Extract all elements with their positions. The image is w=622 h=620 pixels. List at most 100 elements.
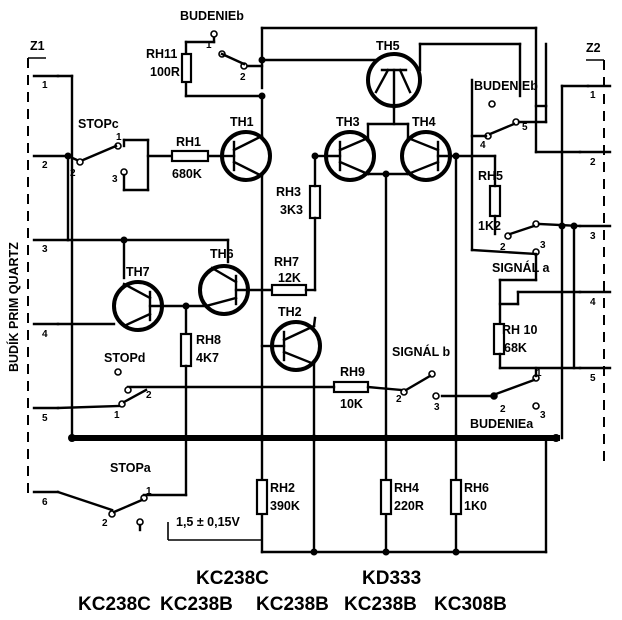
svg-text:1: 1 xyxy=(206,40,212,51)
switch-stop-d-label: STOPd xyxy=(104,351,145,365)
rh8-value: 4K7 xyxy=(196,351,219,365)
th2-label: TH2 xyxy=(278,305,302,319)
resistor-rh9: RH9 10K xyxy=(332,365,370,411)
svg-text:2: 2 xyxy=(146,390,152,401)
rh10-value: 68K xyxy=(504,341,527,355)
right-pin-4: 4 xyxy=(590,297,596,308)
switch-budenie-b-right: BUDENIEb 4 5 xyxy=(474,79,538,151)
svg-text:3: 3 xyxy=(540,240,546,251)
rh5-name: RH5 xyxy=(478,169,503,183)
resistor-rh10: RH 10 68K xyxy=(492,322,537,356)
svg-text:1: 1 xyxy=(536,368,542,379)
svg-text:3: 3 xyxy=(112,174,118,185)
resistor-rh7: RH7 12K xyxy=(270,255,308,297)
parts-line2-item3: KC238B xyxy=(256,594,329,615)
right-pin-5: 5 xyxy=(590,373,596,384)
svg-text:2: 2 xyxy=(500,404,506,415)
connector-z2: Z2 xyxy=(586,41,605,462)
th7-label: TH7 xyxy=(126,265,150,279)
supply-voltage: 1,5 ± 0,15V xyxy=(167,515,262,541)
left-pins: 1 2 3 4 5 6 xyxy=(32,74,70,508)
rh3-value: 3K3 xyxy=(280,203,303,217)
switch-signal-b: SIGNÁL b 2 3 xyxy=(392,344,450,413)
rh1-name: RH1 xyxy=(176,135,201,149)
rh10-name: RH 10 xyxy=(502,323,537,337)
resistor-rh5: RH5 1K2 xyxy=(478,169,503,233)
right-pin-1: 1 xyxy=(590,90,596,101)
transistor-th5: TH5 xyxy=(366,39,422,110)
th4-label: TH4 xyxy=(412,115,436,129)
rh2-value: 390K xyxy=(270,499,300,513)
switch-budenie-b-right-label: BUDENIEb xyxy=(474,79,538,93)
parts-line2-item2: KC238B xyxy=(160,594,233,615)
connector-z2-label: Z2 xyxy=(586,41,601,55)
svg-text:3: 3 xyxy=(540,410,546,421)
switch-signal-b-label: SIGNÁL b xyxy=(392,344,450,359)
left-pin-5: 5 xyxy=(42,413,48,424)
connector-z1-label: Z1 xyxy=(30,39,45,53)
left-pin-4: 4 xyxy=(42,329,48,340)
right-pin-3: 3 xyxy=(590,231,596,242)
svg-text:2: 2 xyxy=(70,168,76,179)
resistor-rh6: RH6 1K0 xyxy=(449,478,489,516)
right-pins: 1 2 3 4 5 xyxy=(578,84,612,384)
svg-text:2: 2 xyxy=(102,518,108,529)
switch-stop-a-label: STOPa xyxy=(110,461,152,475)
resistor-rh3: RH3 3K3 xyxy=(276,184,322,220)
rh11-name: RH11 xyxy=(146,47,177,61)
parts-line2-item5: KC308B xyxy=(434,594,507,615)
connector-z1: Z1 xyxy=(27,39,46,500)
left-pin-6: 6 xyxy=(42,497,48,508)
svg-text:4: 4 xyxy=(480,140,486,151)
rh4-value: 220R xyxy=(394,499,424,513)
rh6-name: RH6 xyxy=(464,481,489,495)
svg-text:1: 1 xyxy=(114,410,120,421)
switch-stop-c: STOPc 2 1 3 xyxy=(70,117,128,185)
parts-line2-item1: KC238C xyxy=(78,594,151,615)
rh9-value: 10K xyxy=(340,397,363,411)
th3-label: TH3 xyxy=(336,115,360,129)
th6-label: TH6 xyxy=(210,247,234,261)
th5-label: TH5 xyxy=(376,39,400,53)
svg-text:2: 2 xyxy=(500,242,506,253)
switch-signal-a-label: SIGNÁL a xyxy=(492,260,550,275)
resistor-rh11: RH11 100R xyxy=(146,47,193,84)
rh9-name: RH9 xyxy=(340,365,365,379)
resistor-rh4: RH4 220R xyxy=(379,478,424,516)
rh6-value: 1K0 xyxy=(464,499,487,513)
switch-budenie-a-label: BUDENIEa xyxy=(470,417,534,431)
parts-line2-item4: KC238B xyxy=(344,594,417,615)
svg-text:1: 1 xyxy=(116,132,122,143)
rh5-value: 1K2 xyxy=(478,219,501,233)
svg-text:5: 5 xyxy=(522,122,528,133)
switch-stop-c-label: STOPc xyxy=(78,117,119,131)
resistor-rh8: RH8 4K7 xyxy=(179,332,221,368)
rh2-name: RH2 xyxy=(270,481,295,495)
resistor-rh1: RH1 680K xyxy=(170,135,210,181)
parts-list: KC238C KD333 KC238C KC238B KC238B KC238B… xyxy=(78,568,507,615)
transistor-th1: TH1 xyxy=(220,115,272,182)
supply-voltage-label: 1,5 ± 0,15V xyxy=(176,515,241,529)
transistor-th7: TH7 xyxy=(112,265,188,332)
rh7-value: 12K xyxy=(278,271,301,285)
resistor-rh2: RH2 390K xyxy=(255,478,300,516)
rh3-name: RH3 xyxy=(276,185,301,199)
transistor-th6: TH6 xyxy=(198,247,274,316)
switch-stop-d: STOPd 1 2 xyxy=(104,351,152,421)
rh4-name: RH4 xyxy=(394,481,419,495)
svg-text:2: 2 xyxy=(240,72,246,83)
transistor-th2: TH2 xyxy=(270,305,322,372)
svg-text:2: 2 xyxy=(396,394,402,405)
parts-line1-left: KC238C xyxy=(196,568,269,589)
transistor-th3: TH3 xyxy=(324,115,376,182)
left-pin-3: 3 xyxy=(42,244,48,255)
left-pin-1: 1 xyxy=(42,80,48,91)
switch-budenie-b-top: BUDENIEb 1 2 xyxy=(180,9,248,83)
svg-text:1: 1 xyxy=(146,486,152,497)
switch-budenie-b-top-label: BUDENIEb xyxy=(180,9,244,23)
th1-label: TH1 xyxy=(230,115,254,129)
left-pin-2: 2 xyxy=(42,160,48,171)
rh11-value: 100R xyxy=(150,65,180,79)
side-label: BUDÍK PRIM QUARTZ xyxy=(6,242,21,372)
svg-text:3: 3 xyxy=(434,402,440,413)
